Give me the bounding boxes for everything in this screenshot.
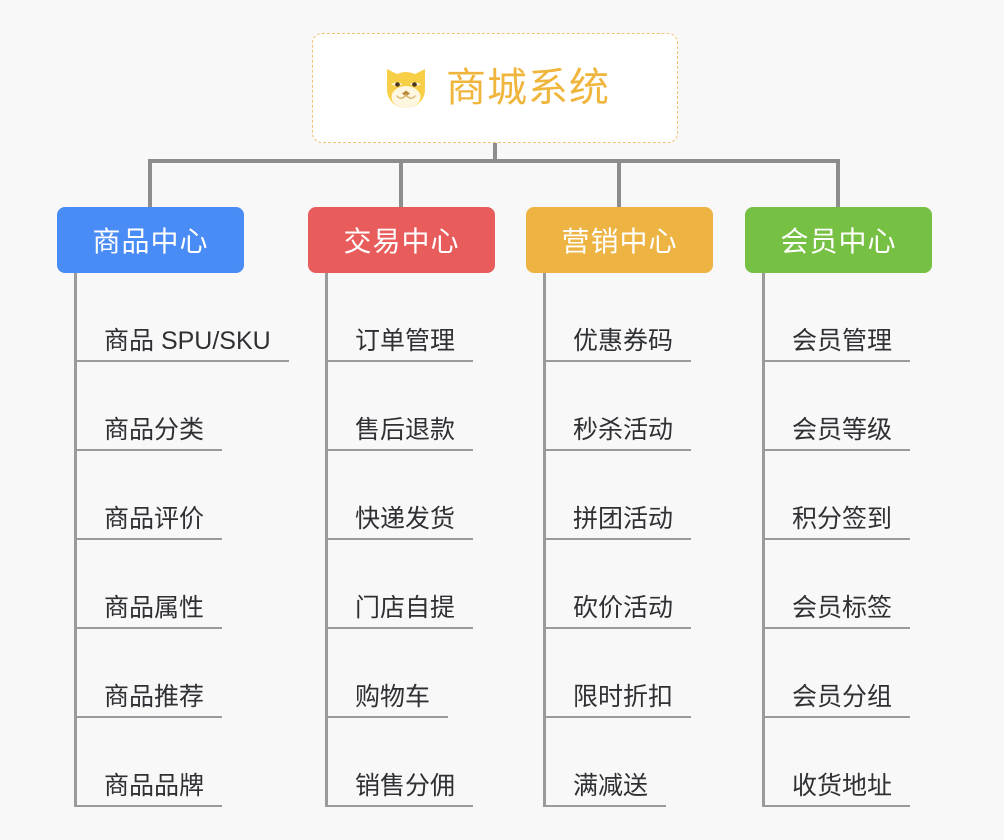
- leaf-item[interactable]: 会员等级: [762, 362, 911, 451]
- leaf-label: 商品属性: [104, 594, 205, 622]
- root-node[interactable]: 商城系统: [312, 33, 678, 143]
- branch-header-1[interactable]: 商品中心: [57, 207, 244, 273]
- leaf-list-2: 订单管理 售后退款 快递发货 门店自提 购物车 销售分佣: [325, 273, 474, 807]
- leaf-item[interactable]: 订单管理: [325, 273, 474, 362]
- connector-horizontal-bus: [148, 159, 840, 163]
- leaf-item[interactable]: 秒杀活动: [543, 362, 692, 451]
- leaf-label: 销售分佣: [355, 772, 456, 800]
- leaf-item[interactable]: 会员管理: [762, 273, 911, 362]
- leaf-item[interactable]: 门店自提: [325, 540, 474, 629]
- leaf-item[interactable]: 快递发货: [325, 451, 474, 540]
- branch-header-label: 会员中心: [780, 226, 897, 257]
- leaf-item[interactable]: 商品评价: [74, 451, 223, 540]
- leaf-list-4: 会员管理 会员等级 积分签到 会员标签 会员分组 收货地址: [762, 273, 911, 807]
- leaf-item[interactable]: 商品属性: [74, 540, 223, 629]
- leaf-item[interactable]: 商品 SPU/SKU: [74, 273, 289, 362]
- leaf-item[interactable]: 优惠券码: [543, 273, 692, 362]
- connector-drop-2: [399, 159, 403, 209]
- leaf-list-3: 优惠券码 秒杀活动 拼团活动 砍价活动 限时折扣 满减送: [543, 273, 692, 807]
- branch-header-label: 营销中心: [561, 226, 678, 257]
- leaf-label: 会员管理: [792, 327, 893, 355]
- branch-spine-3: [543, 273, 546, 807]
- leaf-label: 商品推荐: [104, 683, 205, 711]
- leaf-label: 砍价活动: [573, 594, 674, 622]
- leaf-item[interactable]: 收货地址: [762, 718, 911, 807]
- leaf-label: 秒杀活动: [573, 416, 674, 444]
- leaf-item[interactable]: 购物车: [325, 629, 449, 718]
- leaf-label: 满减送: [573, 772, 649, 800]
- leaf-label: 购物车: [355, 683, 431, 711]
- connector-drop-4: [836, 159, 840, 209]
- branch-column-1: 商品中心 商品 SPU/SKU 商品分类 商品评价 商品属性 商品推荐 商品品牌: [57, 207, 289, 807]
- leaf-label: 快递发货: [355, 505, 456, 533]
- leaf-list-1: 商品 SPU/SKU 商品分类 商品评价 商品属性 商品推荐 商品品牌: [74, 273, 289, 807]
- branch-header-4[interactable]: 会员中心: [745, 207, 932, 273]
- leaf-item[interactable]: 会员标签: [762, 540, 911, 629]
- leaf-label: 售后退款: [355, 416, 456, 444]
- branch-header-label: 商品中心: [92, 226, 209, 257]
- branch-header-2[interactable]: 交易中心: [308, 207, 495, 273]
- shiba-dog-icon: [380, 65, 432, 111]
- branch-column-3: 营销中心 优惠券码 秒杀活动 拼团活动 砍价活动 限时折扣 满减送: [526, 207, 713, 807]
- leaf-item[interactable]: 积分签到: [762, 451, 911, 540]
- branch-spine-2: [325, 273, 328, 807]
- leaf-label: 订单管理: [355, 327, 456, 355]
- leaf-label: 商品品牌: [104, 772, 205, 800]
- branch-spine-4: [762, 273, 765, 807]
- leaf-item[interactable]: 商品品牌: [74, 718, 223, 807]
- connector-drop-1: [148, 159, 152, 209]
- leaf-label: 限时折扣: [573, 683, 674, 711]
- branch-column-4: 会员中心 会员管理 会员等级 积分签到 会员标签 会员分组 收货地址: [745, 207, 932, 807]
- leaf-label: 拼团活动: [573, 505, 674, 533]
- leaf-label: 优惠券码: [573, 327, 674, 355]
- leaf-item[interactable]: 满减送: [543, 718, 667, 807]
- leaf-item[interactable]: 拼团活动: [543, 451, 692, 540]
- root-title: 商城系统: [446, 66, 610, 110]
- leaf-item[interactable]: 商品分类: [74, 362, 223, 451]
- branch-column-2: 交易中心 订单管理 售后退款 快递发货 门店自提 购物车 销售分佣: [308, 207, 495, 807]
- leaf-label: 商品评价: [104, 505, 205, 533]
- branch-header-3[interactable]: 营销中心: [526, 207, 713, 273]
- branch-spine-1: [74, 273, 77, 807]
- leaf-item[interactable]: 商品推荐: [74, 629, 223, 718]
- leaf-item[interactable]: 砍价活动: [543, 540, 692, 629]
- leaf-label: 会员标签: [792, 594, 893, 622]
- leaf-label: 门店自提: [355, 594, 456, 622]
- connector-drop-3: [617, 159, 621, 209]
- leaf-item[interactable]: 销售分佣: [325, 718, 474, 807]
- leaf-label: 会员等级: [792, 416, 893, 444]
- leaf-label: 收货地址: [792, 772, 893, 800]
- leaf-label: 商品分类: [104, 416, 205, 444]
- leaf-item[interactable]: 会员分组: [762, 629, 911, 718]
- leaf-label: 会员分组: [792, 683, 893, 711]
- leaf-label: 积分签到: [792, 505, 893, 533]
- leaf-item[interactable]: 限时折扣: [543, 629, 692, 718]
- leaf-label: 商品 SPU/SKU: [104, 327, 271, 355]
- branch-header-label: 交易中心: [343, 226, 460, 257]
- leaf-item[interactable]: 售后退款: [325, 362, 474, 451]
- connector-root-trunk: [493, 143, 497, 161]
